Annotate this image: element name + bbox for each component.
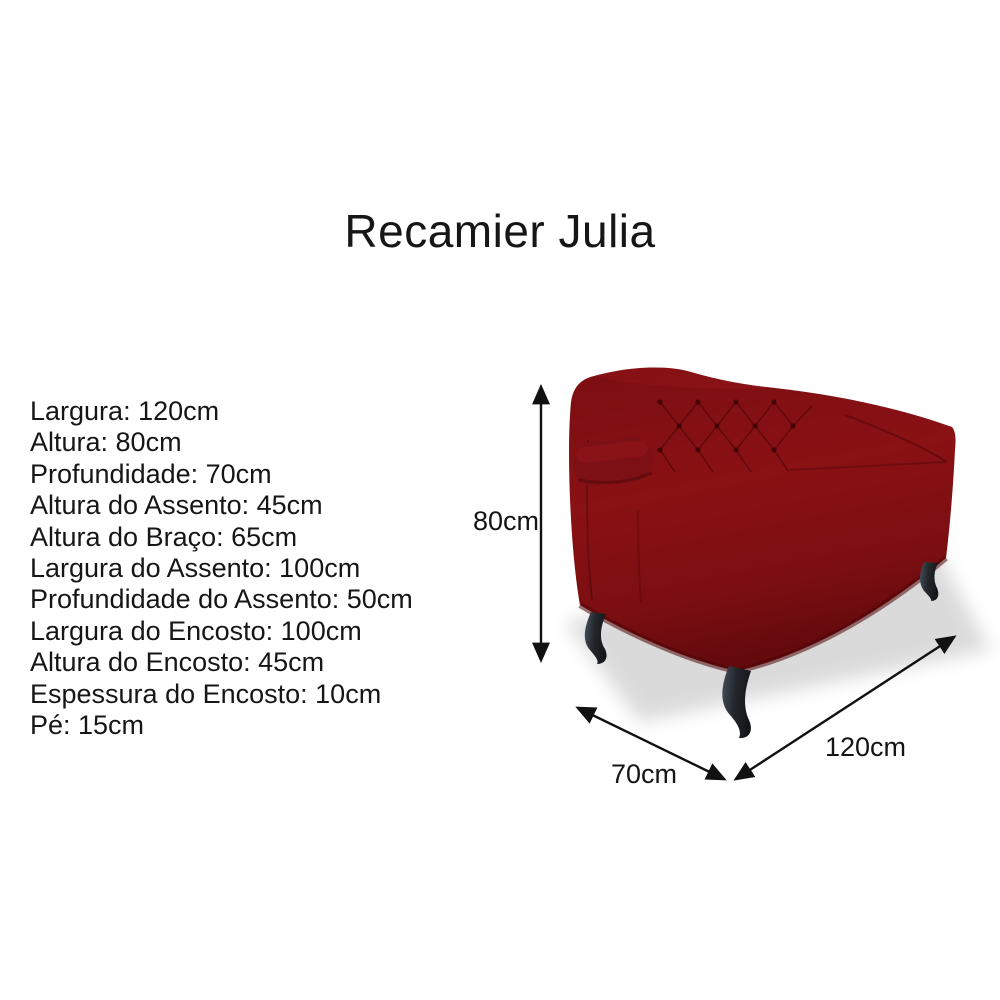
sofa-dimension-diagram [532, 367, 990, 781]
tufting-creases [659, 401, 813, 473]
depth-arrow [575, 706, 727, 781]
depth-dimension-label: 70cm [611, 759, 678, 789]
sofa-image [569, 367, 956, 739]
height-dimension-label: 80cm [473, 506, 540, 536]
spec-line: Altura do Braço: 65cm [30, 521, 298, 552]
spec-line: Altura: 80cm [30, 427, 182, 458]
front-center-leg [722, 666, 751, 739]
spec-line: Largura do Assento: 100cm [30, 553, 361, 584]
spec-line: Pé: 15cm [30, 710, 145, 741]
spec-line: Largura: 120cm [30, 396, 220, 426]
tufting-buttons [657, 399, 796, 453]
page-title: Recamier Julia [344, 205, 656, 257]
front-left-leg [584, 612, 607, 664]
width-dimension-label: 120cm [825, 732, 907, 762]
spec-line: Altura do Assento: 45cm [30, 490, 323, 521]
spec-line: Profundidade: 70cm [30, 458, 272, 489]
product-figure [450, 360, 1000, 810]
spec-line: Altura do Encosto: 45cm [30, 647, 325, 678]
spec-line: Largura do Encosto: 100cm [30, 615, 362, 646]
bolster-pillow [573, 437, 654, 486]
width-arrow [733, 635, 957, 781]
spec-line: Espessura do Encosto: 10cm [30, 678, 382, 709]
dimension-arrows [532, 383, 957, 781]
spec-line: Profundidade do Assento: 50cm [30, 584, 413, 615]
back-right-leg [920, 562, 939, 601]
